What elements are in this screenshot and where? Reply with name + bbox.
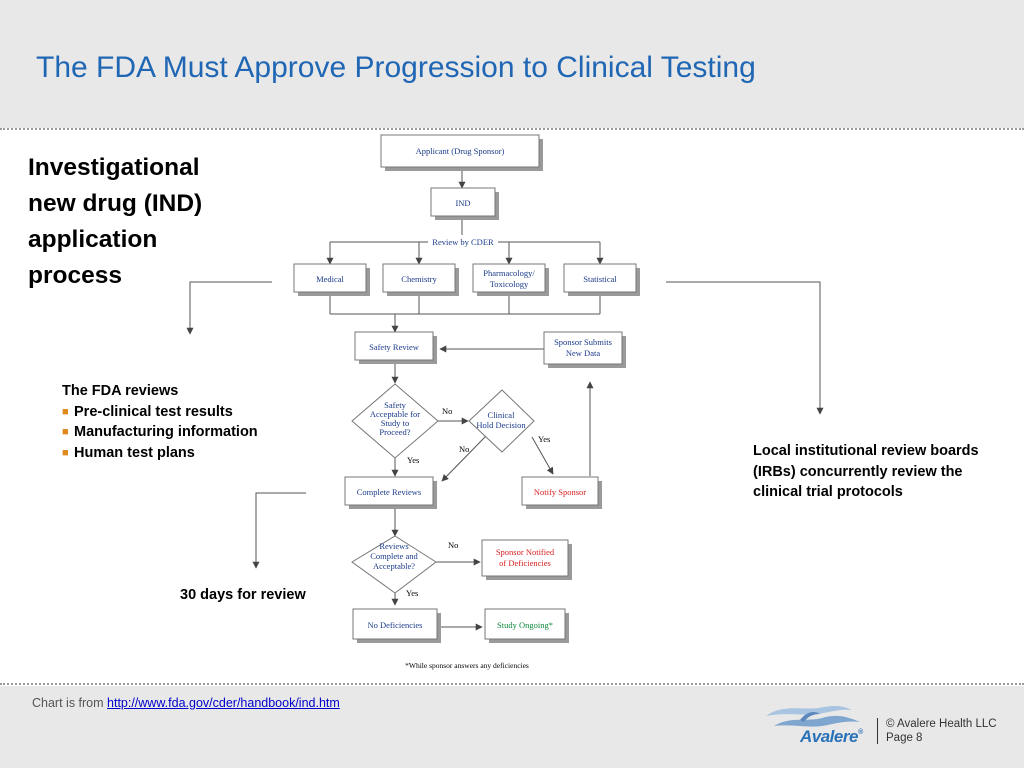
sponsor-submits-label: Sponsor Submits (554, 337, 612, 347)
avalere-logo-text: Avalere® (800, 727, 863, 746)
svg-text:Proceed?: Proceed? (379, 427, 410, 437)
square-bullet-icon: ■ (62, 446, 69, 459)
toxicology-label: Toxicology (490, 279, 529, 289)
copyright-block: © Avalere Health LLC Page 8 (886, 717, 997, 745)
applicant-label: Applicant (Drug Sponsor) (416, 146, 505, 156)
medical-node: Medical (293, 263, 370, 296)
review-days-note: 30 days for review (180, 587, 306, 603)
notify-sponsor-label: Notify Sponsor (534, 487, 586, 497)
source-link[interactable]: http://www.fda.gov/cder/handbook/ind.htm (107, 696, 340, 710)
svg-text:Reviews: Reviews (379, 541, 408, 551)
svg-text:Hold Decision: Hold Decision (476, 420, 526, 430)
yes-label: Yes (538, 434, 550, 444)
study-ongoing-label: Study Ongoing* (497, 620, 553, 630)
process-subtitle: Investigational new drug (IND) applicati… (28, 154, 203, 289)
ind-node: IND (430, 187, 499, 220)
review-by-cder-label: Review by CDER (432, 237, 494, 247)
square-bullet-icon: ■ (62, 405, 69, 418)
irb-note: Local institutional review boards (IRBs)… (753, 443, 979, 500)
fda-reviews-list: The FDA reviews ■Pre-clinical test resul… (62, 381, 312, 463)
svg-text:Study to: Study to (381, 418, 410, 428)
flowchart-footnote: *While sponsor answers any deficiencies (405, 661, 529, 670)
no-deficiencies-label: No Deficiencies (368, 620, 423, 630)
source-note: Chart is from http://www.fda.gov/cder/ha… (32, 696, 340, 710)
medical-label: Medical (316, 274, 344, 284)
chemistry-label: Chemistry (401, 274, 437, 284)
left-bracket-arrow (186, 281, 272, 335)
clinical-hold-diamond: Clinical Hold Decision (468, 389, 535, 453)
safety-review-label: Safety Review (369, 342, 420, 352)
fda-reviews-heading: The FDA reviews (62, 383, 179, 399)
deficiencies-label: of Deficiencies (499, 558, 551, 568)
sponsor-notified-node: Sponsor Notified of Deficiencies (481, 539, 572, 580)
ind-label: IND (455, 198, 470, 208)
right-bracket-arrow (666, 281, 824, 415)
list-item: ■Manufacturing information (62, 422, 312, 443)
no-deficiencies-node: No Deficiencies (352, 608, 441, 643)
sponsor-notified-label: Sponsor Notified (496, 547, 555, 557)
slide-title: The FDA Must Approve Progression to Clin… (36, 51, 756, 84)
square-bullet-icon: ■ (62, 426, 69, 438)
svg-text:Complete and: Complete and (370, 551, 418, 561)
review-period-bracket-arrow (252, 492, 306, 569)
complete-reviews-label: Complete Reviews (357, 487, 421, 497)
list-item: ■Human test plans (62, 443, 312, 464)
page-number: Page 8 (886, 732, 923, 744)
svg-text:Acceptable for: Acceptable for (370, 409, 420, 419)
no-label: No (459, 444, 469, 454)
sponsor-submits-node: Sponsor Submits New Data (543, 331, 626, 368)
new-data-label: New Data (566, 348, 600, 358)
connectors (326, 170, 604, 631)
study-ongoing-node: Study Ongoing* (484, 608, 569, 643)
footer-band (0, 686, 1024, 768)
complete-reviews-node: Complete Reviews (344, 476, 437, 509)
footer-divider (0, 683, 1024, 685)
svg-text:Clinical: Clinical (488, 410, 516, 420)
header-band (0, 0, 1024, 128)
source-prefix: Chart is from (32, 696, 108, 710)
notify-sponsor-node: Notify Sponsor (521, 476, 602, 509)
pharmacology-toxicology-node: Pharmacology/ Toxicology (472, 263, 549, 296)
yes-label: Yes (407, 455, 419, 465)
statistical-node: Statistical (563, 263, 640, 296)
statistical-label: Statistical (583, 274, 617, 284)
list-item: ■Pre-clinical test results (62, 402, 312, 423)
footer-vertical-divider (877, 718, 878, 744)
chemistry-node: Chemistry (382, 263, 459, 296)
header-divider (0, 128, 1024, 130)
applicant-node: Applicant (Drug Sponsor) (380, 134, 543, 171)
copyright-text: © Avalere Health LLC (886, 718, 997, 730)
safety-decision-diamond: Safety Acceptable for Study to Proceed? (351, 383, 439, 459)
reviews-decision-diamond: Reviews Complete and Acceptable? (351, 535, 437, 594)
no-label: No (442, 406, 452, 416)
no-label: No (448, 540, 458, 550)
avalere-logo-icon (766, 706, 860, 727)
svg-text:Safety: Safety (384, 400, 406, 410)
pharmacology-label: Pharmacology/ (483, 268, 535, 278)
yes-label: Yes (406, 588, 418, 598)
svg-text:Acceptable?: Acceptable? (373, 561, 415, 571)
safety-review-node: Safety Review (354, 331, 437, 364)
